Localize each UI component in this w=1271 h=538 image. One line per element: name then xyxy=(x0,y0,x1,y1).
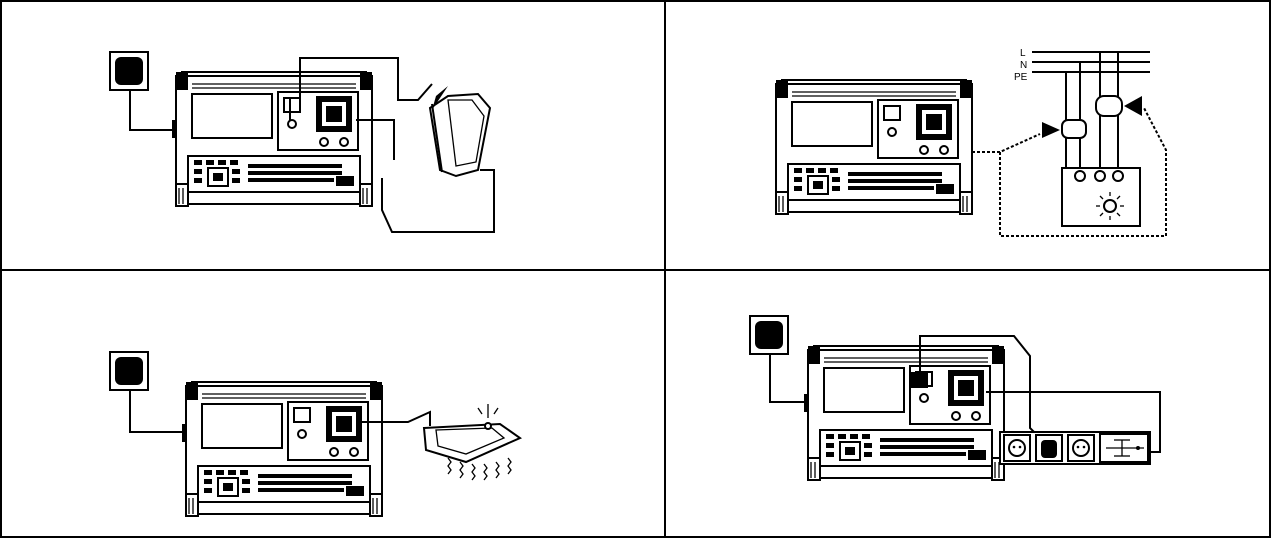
panel-functional-test-iron xyxy=(110,352,520,516)
extension-lead-icon xyxy=(1000,432,1150,464)
current-clamp-icon xyxy=(1042,96,1142,138)
conductor-l-label: L xyxy=(1020,48,1026,59)
panel-insulation-test-iron xyxy=(110,52,494,232)
conductor-n-label: N xyxy=(1020,60,1027,71)
iron-appliance-icon xyxy=(430,86,490,176)
tester-instrument-icon xyxy=(776,80,972,214)
mains-socket-icon xyxy=(110,352,148,390)
mains-socket-icon xyxy=(750,316,788,354)
tester-instrument-icon xyxy=(186,382,382,516)
tester-instrument-icon xyxy=(176,72,372,206)
iron-heating-icon xyxy=(424,404,520,480)
panel-extension-lead-test xyxy=(750,316,1160,480)
mains-socket-icon xyxy=(110,52,148,90)
panel-clamp-leakage-test: L N PE xyxy=(776,48,1166,236)
tester-instrument-icon xyxy=(808,346,1004,480)
conductor-pe-label: PE xyxy=(1014,72,1028,83)
